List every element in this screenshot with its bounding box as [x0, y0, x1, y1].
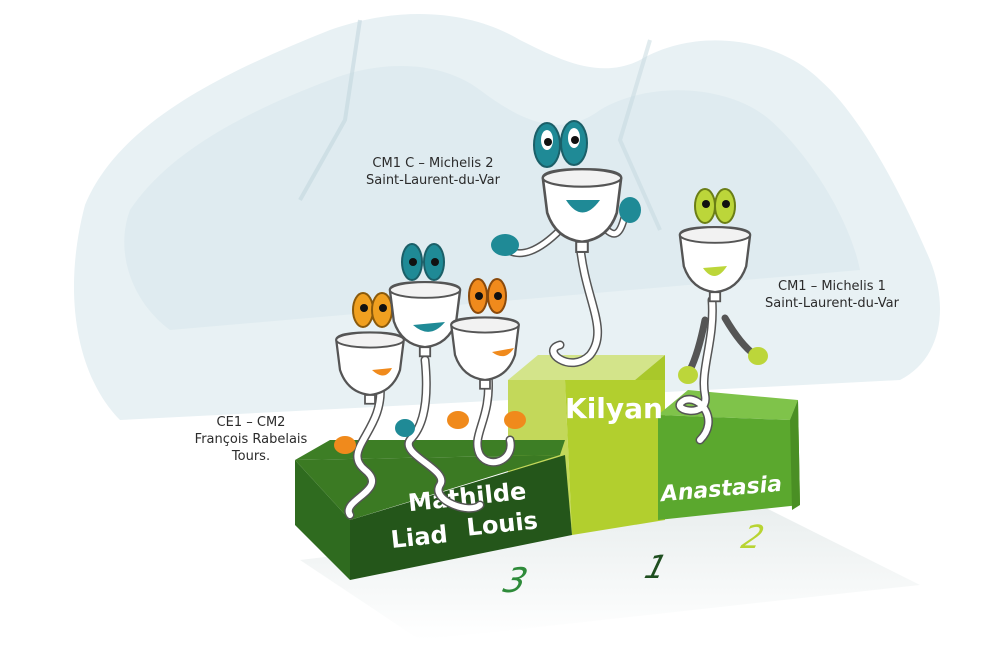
floor	[300, 505, 920, 640]
glove-icon	[334, 436, 356, 454]
caption-line: CM1 C – Michelis 2	[372, 156, 494, 171]
glove-icon	[491, 234, 519, 256]
podium-name-kilyan: Kilyan	[565, 392, 663, 425]
character-anastasia	[675, 188, 768, 445]
glove-icon	[447, 411, 469, 429]
caption-line: CE1 – CM2	[216, 415, 286, 430]
glove-icon	[678, 366, 698, 384]
caption-center-group: CM1 C – Michelis 2 Saint-Laurent-du-Var	[338, 155, 528, 189]
character-liad	[388, 243, 485, 513]
caption-line: Saint-Laurent-du-Var	[365, 173, 500, 188]
caption-line: François Rabelais	[194, 432, 308, 447]
caption-right-group: CM1 – Michelis 1 Saint-Laurent-du-Var	[752, 278, 912, 312]
caption-line: Saint-Laurent-du-Var	[764, 296, 899, 311]
glove-icon	[748, 347, 768, 365]
character-kilyan	[491, 120, 641, 368]
caption-line: Tours.	[231, 449, 271, 464]
caption-third-place: CE1 – CM2 François Rabelais Tours.	[190, 414, 312, 465]
glove-icon	[504, 411, 526, 429]
glove-icon	[395, 419, 415, 437]
glove-icon	[619, 197, 641, 223]
character-louis	[447, 278, 526, 467]
podium-name-liad: Liad	[389, 520, 449, 554]
caption-line: CM1 – Michelis 1	[778, 279, 886, 294]
character-mathilde	[334, 292, 405, 520]
